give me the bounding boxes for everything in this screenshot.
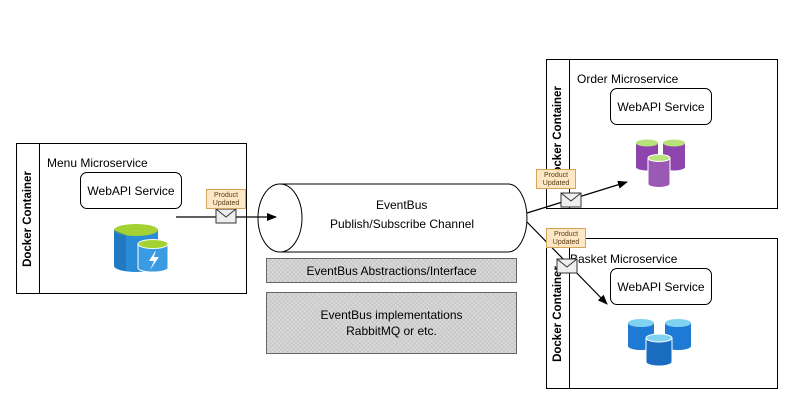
order-container-strip: Docker Container	[547, 60, 570, 208]
message-tag-line1: Product	[213, 192, 239, 199]
blue-database-cluster-icon	[628, 319, 691, 367]
menu-webapi-service: WebAPI Service	[80, 172, 182, 209]
eventbus-channel-cylinder	[257, 183, 528, 253]
eventbus-title: EventBus	[376, 198, 428, 212]
envelope-icon	[215, 208, 237, 224]
message-tag-line1: Product	[553, 231, 579, 238]
envelope-icon	[556, 258, 578, 274]
eventbus-impl-line2: RabbitMQ or etc.	[346, 324, 437, 338]
envelope-icon	[560, 192, 582, 208]
eventbus-implementations-box: EventBus implementations RabbitMQ or etc…	[266, 292, 517, 354]
message-tag-order: Product Updated	[536, 169, 576, 189]
basket-microservice-title: Basket Microservice	[570, 252, 678, 266]
message-tag-line1: Product	[543, 172, 569, 179]
purple-database-cluster-icon	[636, 139, 685, 188]
basket-webapi-service: WebAPI Service	[610, 268, 712, 305]
message-tag-line2: Updated	[212, 200, 240, 207]
eventbus-abstractions-label: EventBus Abstractions/Interface	[306, 263, 477, 278]
order-microservice-title: Order Microservice	[577, 72, 679, 86]
eventbus-abstractions-box: EventBus Abstractions/Interface	[266, 258, 517, 283]
order-webapi-service: WebAPI Service	[610, 88, 712, 125]
eventbus-subtitle: Publish/Subscribe Channel	[330, 217, 475, 231]
basket-container-strip: Docker Container	[547, 239, 570, 388]
message-tag-line2: Updated	[552, 239, 580, 246]
eventbus-impl-line1: EventBus implementations	[320, 308, 463, 322]
message-tag-publish: Product Updated	[206, 189, 246, 209]
menu-microservice-title: Menu Microservice	[47, 156, 148, 170]
message-tag-line2: Updated	[542, 180, 570, 187]
menu-container-strip: Docker Container	[17, 144, 40, 293]
azure-sql-database-icon	[114, 224, 169, 273]
message-tag-basket: Product Updated	[546, 228, 586, 248]
